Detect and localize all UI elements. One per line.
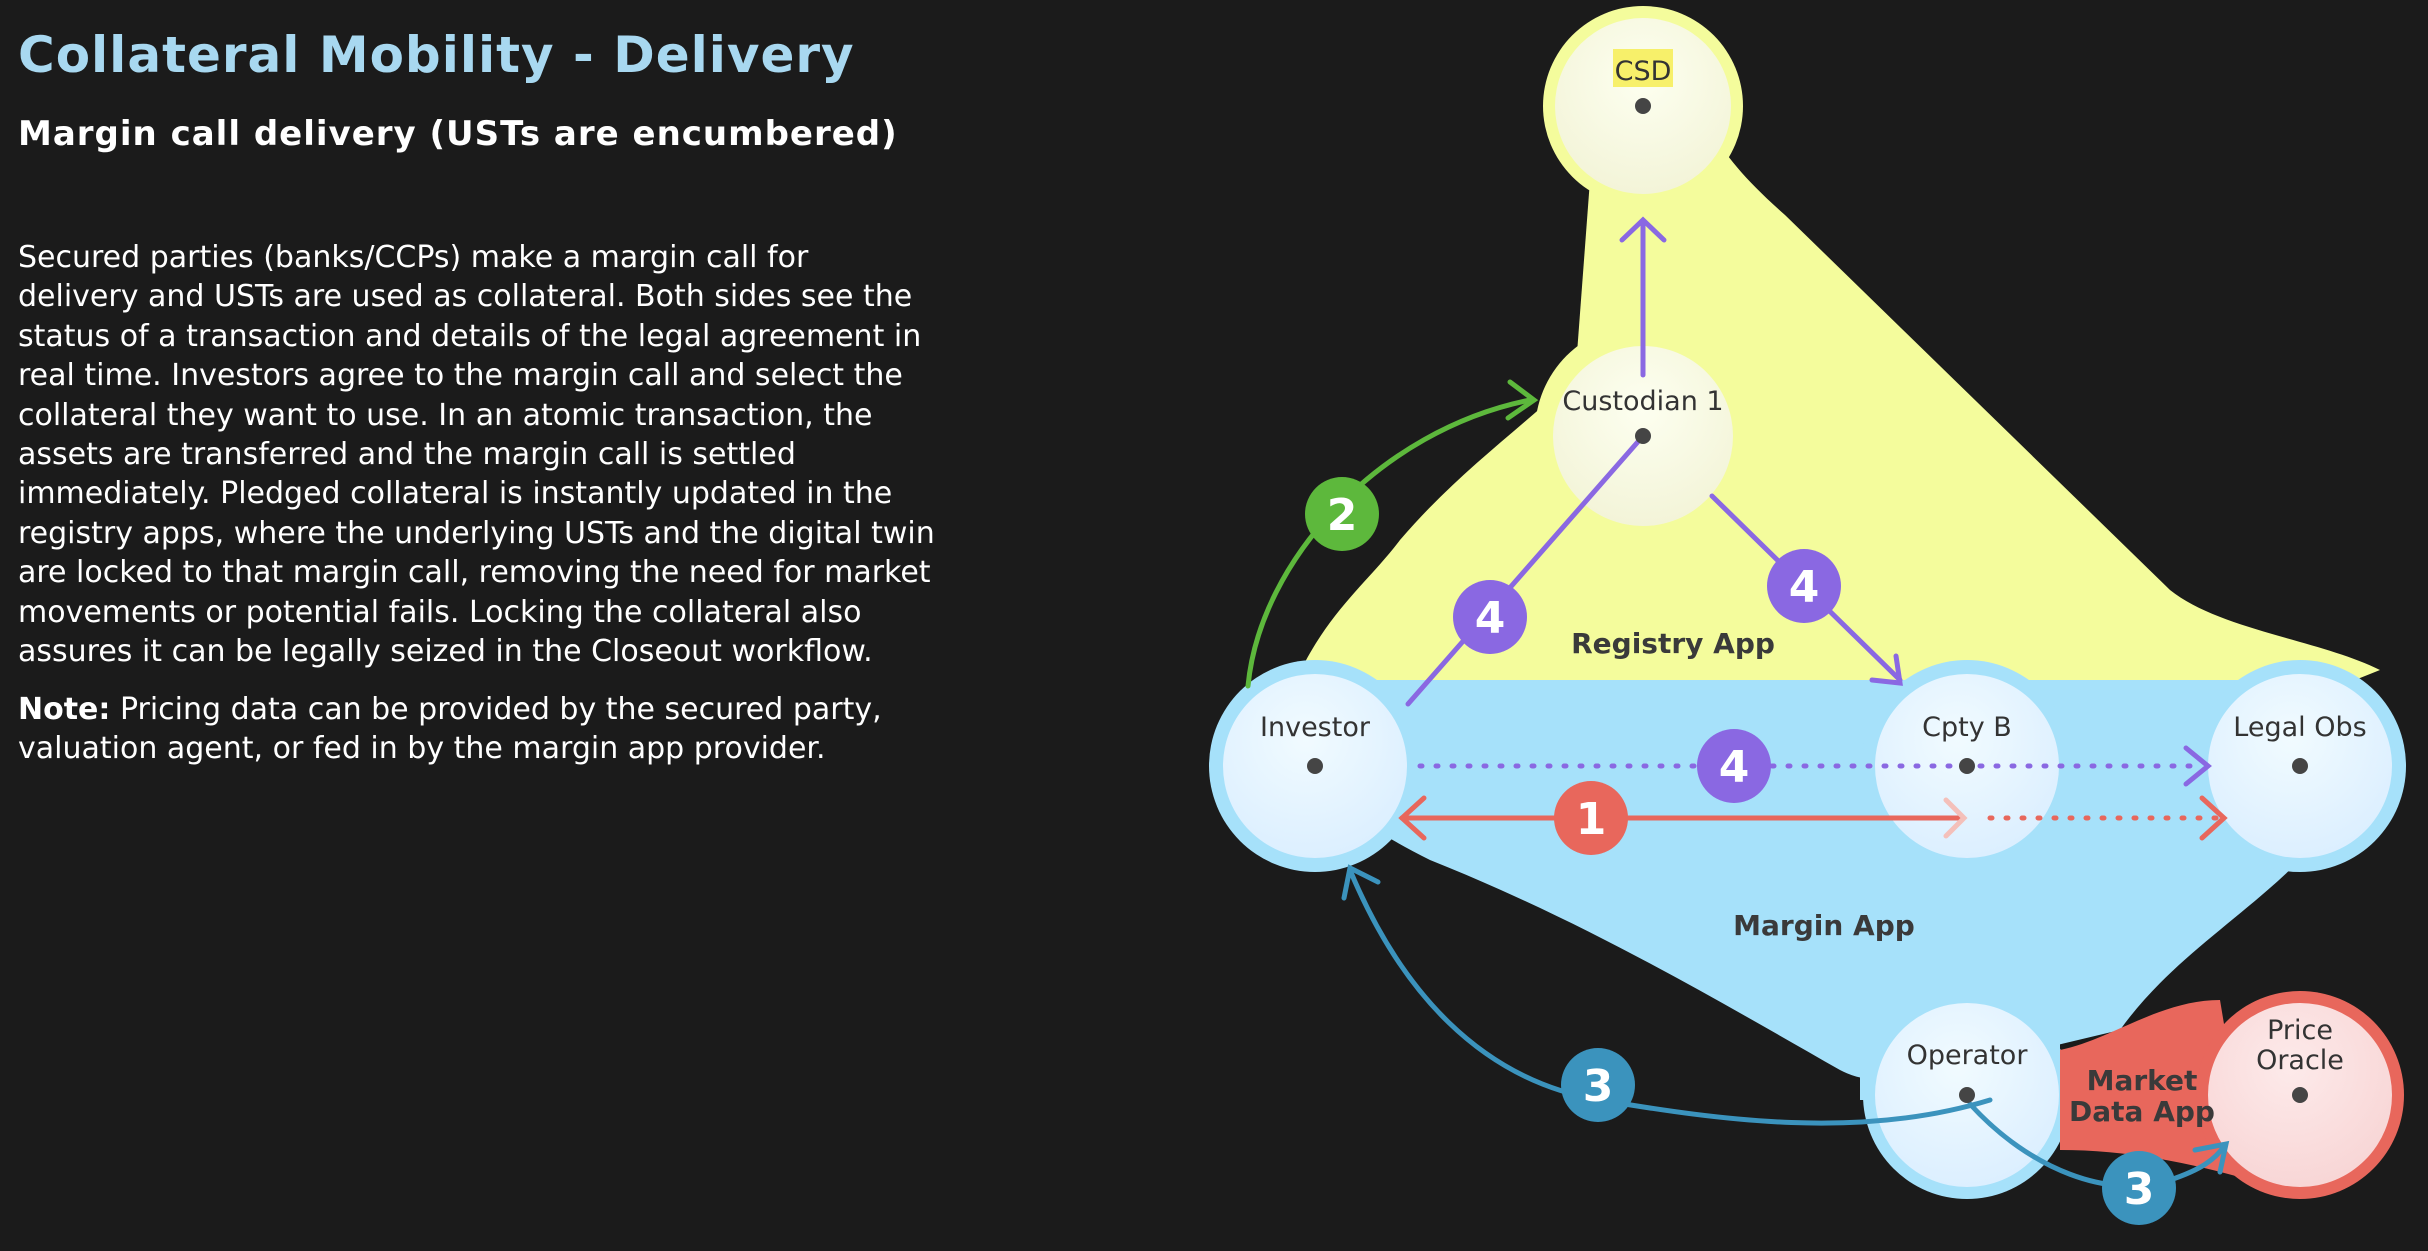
legal-red-arrowhead bbox=[2199, 795, 2228, 841]
csd-label: CSD bbox=[1615, 56, 1672, 87]
note-paragraph: Note: Pricing data can be provided by th… bbox=[18, 690, 938, 769]
note-text: Pricing data can be provided by the secu… bbox=[18, 692, 882, 767]
market-data-app-label-line2: Data App bbox=[2069, 1095, 2215, 1128]
investor-label: Investor bbox=[1260, 712, 1371, 743]
operator-label: Operator bbox=[1907, 1040, 2029, 1071]
cpty-b-label: Cpty B bbox=[1922, 712, 2012, 743]
legal-obs-label: Legal Obs bbox=[2233, 712, 2366, 743]
step-3-badge-right: 3 bbox=[2102, 1151, 2176, 1225]
margin-app-label: Margin App bbox=[1733, 909, 1915, 942]
step-2-badge: 2 bbox=[1305, 477, 1379, 551]
legal-obs-arrowhead bbox=[2183, 745, 2212, 787]
note-label: Note: bbox=[18, 692, 111, 727]
oracle-arrowhead bbox=[2192, 1140, 2230, 1175]
step-4-badge-left: 4 bbox=[1453, 580, 1527, 654]
step-1-badge: 1 bbox=[1554, 781, 1628, 855]
market-data-app-label-line1: Market bbox=[2087, 1064, 2198, 1097]
node-dots bbox=[1307, 98, 2308, 1103]
step-2-number: 2 bbox=[1327, 490, 1358, 541]
page-title: Collateral Mobility - Delivery bbox=[18, 26, 855, 84]
description-text: Secured parties (banks/CCPs) make a marg… bbox=[18, 240, 935, 670]
step-3-number-right: 3 bbox=[2124, 1164, 2155, 1215]
investor-blue-arrowhead bbox=[1341, 864, 1381, 901]
cpty-arrowhead bbox=[1869, 653, 1903, 686]
page-subtitle: Margin call delivery (USTs are encumbere… bbox=[18, 114, 898, 154]
cpty-faint-arrowhead bbox=[1943, 797, 1968, 839]
custodian-arrowhead bbox=[1505, 379, 1539, 421]
step-4-number-right: 4 bbox=[1789, 562, 1820, 613]
step-4-number-left: 4 bbox=[1475, 593, 1506, 644]
price-oracle-label-line2: Oracle bbox=[2256, 1045, 2344, 1076]
step-4-badge-center: 4 bbox=[1697, 729, 1771, 803]
price-oracle-label-line1: Price bbox=[2267, 1015, 2333, 1046]
registry-app-label: Registry App bbox=[1571, 627, 1775, 660]
step-4-number-center: 4 bbox=[1719, 742, 1750, 793]
step-1-arrows bbox=[1398, 795, 2228, 841]
custodian-label: Custodian 1 bbox=[1562, 386, 1723, 417]
step-1-number: 1 bbox=[1576, 794, 1607, 845]
step-3-badge-left: 3 bbox=[1561, 1048, 1635, 1122]
investor-arrowhead bbox=[1398, 795, 1427, 841]
custodian-to-investor-arrow bbox=[1405, 433, 1646, 707]
step-4-badge-right: 4 bbox=[1767, 549, 1841, 623]
csd-arrowhead bbox=[1619, 216, 1667, 243]
csd-label-highlight bbox=[1613, 49, 1673, 87]
step-3-number-left: 3 bbox=[1583, 1061, 1614, 1112]
